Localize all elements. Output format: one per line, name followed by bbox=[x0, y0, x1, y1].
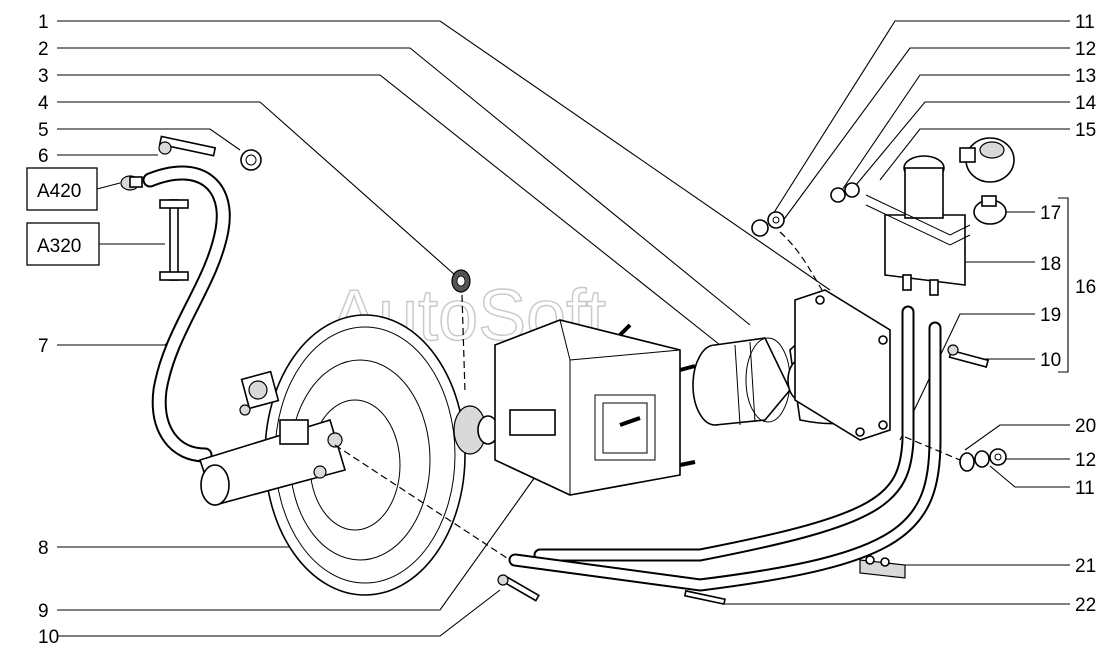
dashed-axis bbox=[334, 444, 511, 561]
leader-19 bbox=[899, 313, 1035, 441]
leader-10-left bbox=[57, 589, 501, 637]
callout-9: 9 bbox=[38, 601, 49, 622]
leader-a420 bbox=[96, 182, 121, 190]
leader-4 bbox=[57, 101, 456, 276]
callout-18: 18 bbox=[1040, 254, 1061, 275]
clip-part-21 bbox=[859, 555, 906, 579]
reservoir-cap-part-15 bbox=[959, 137, 1015, 183]
leader-11-bottom bbox=[989, 465, 1070, 488]
callout-17: 17 bbox=[1040, 203, 1061, 224]
leader-2 bbox=[57, 47, 751, 326]
boot-seal-part-2 bbox=[692, 337, 791, 426]
float-part-17 bbox=[973, 195, 1007, 225]
callout-5: 5 bbox=[38, 120, 49, 141]
master-cylinder bbox=[198, 370, 347, 506]
sensor-part-6 bbox=[158, 135, 217, 157]
reservoir-part-18 bbox=[865, 155, 971, 296]
hose-clamp-part-5 bbox=[240, 149, 262, 171]
callout-19: 19 bbox=[1040, 305, 1061, 326]
leader-15 bbox=[879, 128, 1070, 181]
nut-washer-13-14 bbox=[830, 182, 860, 203]
callout-12-top: 12 bbox=[1075, 39, 1096, 60]
leader-1 bbox=[57, 20, 831, 291]
grommet-part-4 bbox=[451, 269, 471, 293]
fitting-a420 bbox=[120, 175, 143, 191]
callout-20: 20 bbox=[1075, 416, 1096, 437]
nut-washer-top bbox=[751, 211, 785, 237]
callout-1: 1 bbox=[38, 12, 49, 33]
leader-12-top bbox=[781, 47, 1070, 223]
brake-booster-part-8 bbox=[264, 314, 499, 596]
brake-lines-part-19 bbox=[508, 305, 942, 592]
pedal-bracket-part-9 bbox=[494, 319, 696, 496]
callout-6: 6 bbox=[38, 146, 49, 167]
leader-14 bbox=[855, 101, 1070, 186]
callout-11-bottom: 11 bbox=[1075, 478, 1095, 499]
leader-11-top bbox=[767, 20, 1070, 223]
callout-7: 7 bbox=[38, 336, 49, 357]
vacuum-hose bbox=[144, 167, 229, 461]
sensor-part-10-left bbox=[497, 574, 540, 602]
bracket-a320 bbox=[159, 199, 189, 281]
callout-14: 14 bbox=[1075, 93, 1097, 114]
tie-strap-part-22 bbox=[683, 589, 726, 606]
leader-5 bbox=[57, 128, 241, 151]
callout-10-right: 10 bbox=[1040, 350, 1061, 371]
dashed-path-4 bbox=[461, 294, 466, 393]
gasket-plate-part-1 bbox=[794, 289, 891, 441]
leader-7 bbox=[57, 329, 181, 346]
dashed-path-11-12 bbox=[779, 231, 823, 291]
callout-13: 13 bbox=[1075, 66, 1096, 87]
dashed-path-19 bbox=[904, 436, 961, 461]
callout-12-bottom: 12 bbox=[1075, 450, 1096, 471]
callout-21: 21 bbox=[1075, 556, 1096, 577]
leader-20 bbox=[964, 424, 1070, 451]
leader-9 bbox=[57, 469, 541, 611]
leader-3 bbox=[57, 74, 721, 346]
callout-15: 15 bbox=[1075, 120, 1096, 141]
callout-10-left: 10 bbox=[38, 627, 59, 648]
callout-2: 2 bbox=[38, 39, 49, 60]
bracket-16 bbox=[1058, 197, 1069, 373]
callout-4: 4 bbox=[38, 93, 49, 114]
washers-part-20-12-11 bbox=[959, 448, 1007, 472]
reference-box-a420-label: A420 bbox=[37, 181, 81, 202]
callout-11-top: 11 bbox=[1075, 12, 1095, 33]
leader-13 bbox=[841, 74, 1070, 191]
callout-8: 8 bbox=[38, 538, 49, 559]
callout-16: 16 bbox=[1075, 277, 1096, 298]
reference-box-a320-label: A320 bbox=[37, 236, 81, 257]
callout-3: 3 bbox=[38, 66, 49, 87]
callout-22: 22 bbox=[1075, 595, 1096, 616]
sensor-part-10-right bbox=[947, 344, 990, 369]
